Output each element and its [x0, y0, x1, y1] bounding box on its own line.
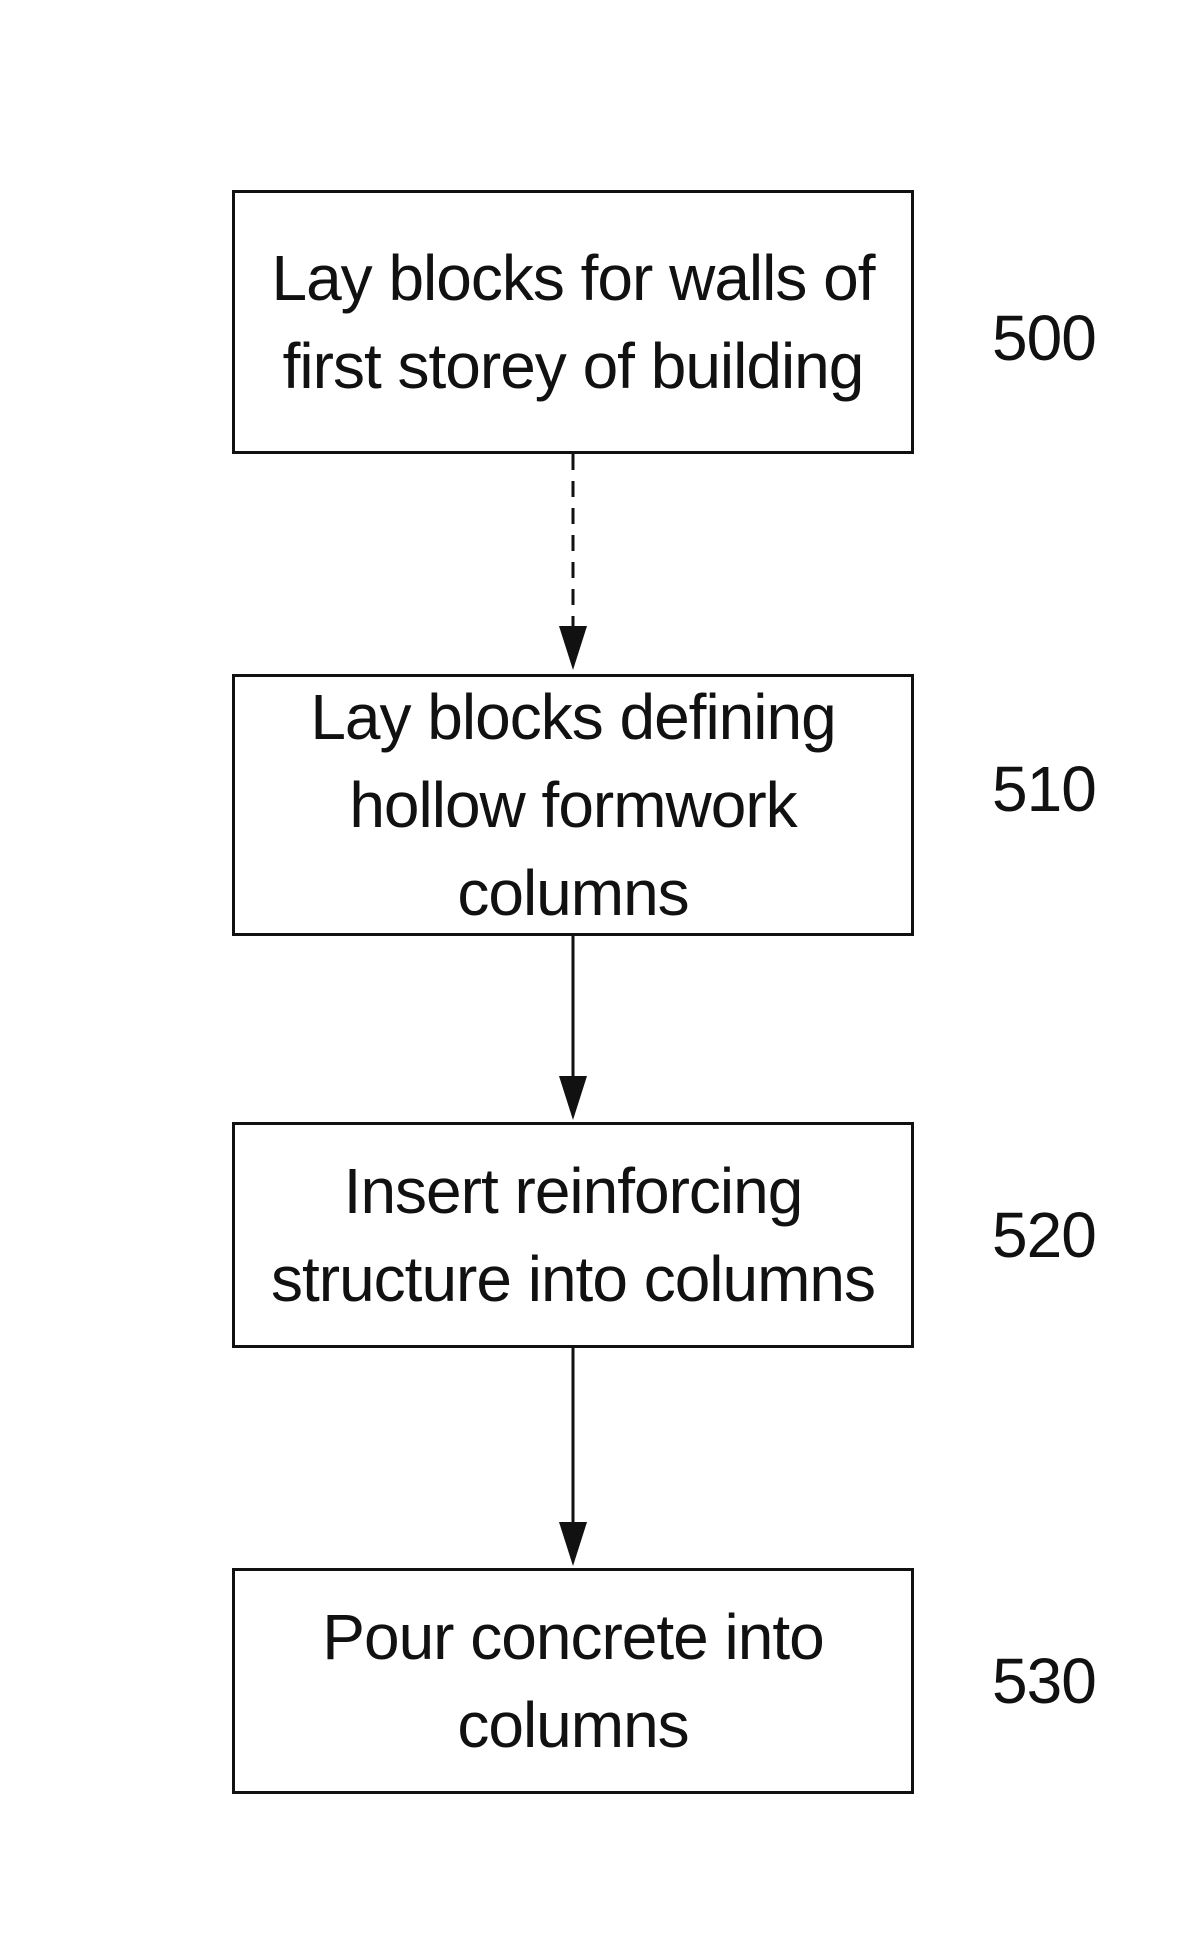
step-box-500: Lay blocks for walls of first storey of … [232, 190, 914, 454]
step-ref-label: 510 [992, 753, 1097, 825]
step-text: Lay blocks for walls of first storey of … [271, 242, 875, 402]
arrowhead-icon [559, 1076, 587, 1120]
step-ref-label: 520 [992, 1199, 1097, 1271]
step-box-520: Insert reinforcing structure into column… [232, 1122, 914, 1348]
step-box-530: Pour concrete into columns [232, 1568, 914, 1794]
step-box-510: Lay blocks defining hollow formwork colu… [232, 674, 914, 936]
step-ref-label: 500 [992, 302, 1097, 374]
step-text: Pour concrete into columns [322, 1601, 824, 1761]
step-text: Insert reinforcing structure into column… [270, 1155, 876, 1315]
arrowhead-icon [559, 626, 587, 670]
arrowhead-icon [559, 1522, 587, 1566]
step-text: Lay blocks defining hollow formwork colu… [310, 681, 836, 929]
step-ref-label: 530 [992, 1645, 1097, 1717]
